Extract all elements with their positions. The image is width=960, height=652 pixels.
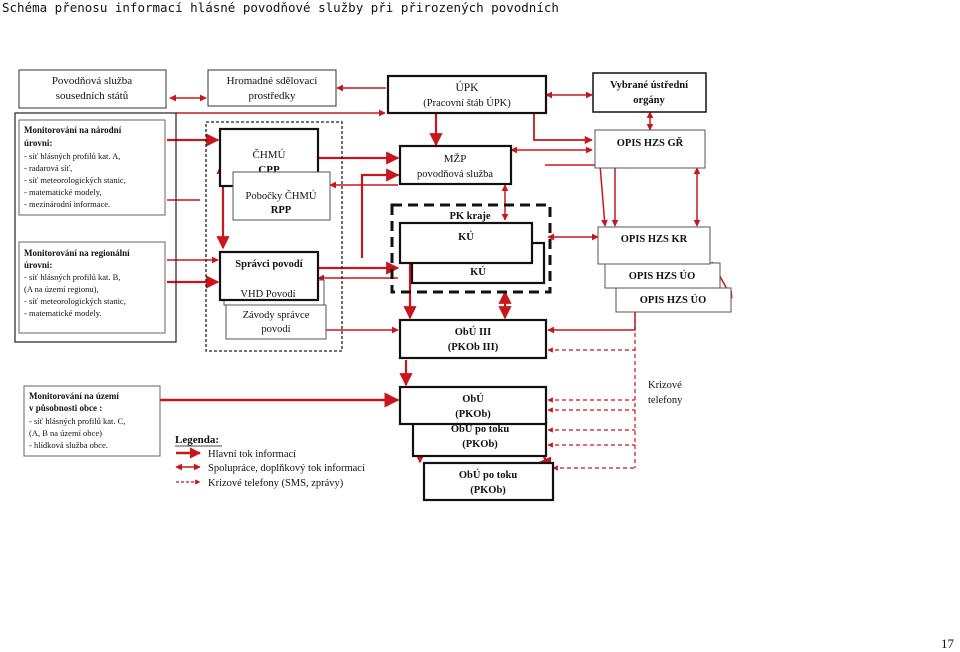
page-number: 17 bbox=[941, 636, 954, 651]
box-spravci: Správci povodí bbox=[218, 250, 320, 302]
box-mon-national: Monitorování na národní úrovni: - síť hl… bbox=[18, 119, 166, 216]
zavody-line2: povodí bbox=[261, 324, 290, 335]
box-media: Hromadné sdělovací prostředky bbox=[207, 69, 337, 107]
obu-pt2-line2: (PKOb) bbox=[470, 485, 506, 496]
box-upk: ÚPK (Pracovní štáb ÚPK) bbox=[386, 74, 548, 115]
ku1-label: KÚ bbox=[458, 231, 474, 243]
label-crisis-phones: Krizové telefony bbox=[648, 380, 683, 406]
media-line2: prostředky bbox=[248, 90, 296, 102]
mon-national-item: - síť meteorologických stanic, bbox=[24, 175, 126, 185]
mon-national-title1: Monitorování na národní bbox=[24, 125, 122, 135]
legend-item-cooperation: Spolupráce, doplňkový tok informací bbox=[208, 463, 365, 474]
mzp-subtitle: povodňová služba bbox=[417, 169, 493, 180]
box-ku-front: KÚ bbox=[398, 221, 534, 265]
box-zavody: Závody správce povodí bbox=[225, 304, 327, 340]
mon-regional-item: (A na území regionu), bbox=[24, 284, 99, 294]
mon-regional-item: - síť meteorologických stanic, bbox=[24, 296, 126, 306]
zavody-line1: Závody správce bbox=[243, 310, 310, 321]
box-vhd-visible: VHD Povodí bbox=[240, 289, 295, 300]
box-neighbors: Povodňová služba sousedních států bbox=[18, 69, 167, 109]
arrow-upk-opisgr bbox=[533, 113, 593, 145]
pk-kraje-frame bbox=[390, 203, 552, 294]
box-obu-pt1: ObÚ po toku (PKOb) bbox=[411, 418, 548, 458]
mon-local-item: - síť hlásných profilů kat. C, bbox=[29, 416, 125, 426]
obu-line2: (PKOb) bbox=[455, 409, 491, 420]
mzp-title: MŽP bbox=[444, 153, 467, 165]
box-mon-regional: Monitorování na regionální úrovni: - síť… bbox=[18, 241, 166, 334]
obu-pt1-line2: (PKOb) bbox=[462, 439, 498, 450]
crisis-phones-line1: Krizové bbox=[648, 380, 682, 391]
opis-uo1-label: OPIS HZS ÚO bbox=[629, 270, 696, 282]
ku2-label: KÚ bbox=[470, 266, 486, 278]
box-obu3: ObÚ III (PKOb III) bbox=[398, 318, 548, 360]
arrow-mzp-opiskr bbox=[545, 164, 608, 227]
mon-national-item: - síť hlásných profilů kat. A, bbox=[24, 151, 120, 161]
opis-uo2-label: OPIS HZS ÚO bbox=[640, 294, 707, 306]
box-obu: ObÚ (PKOb) bbox=[398, 385, 548, 426]
legend-item-main-flow: Hlavní tok informací bbox=[208, 449, 296, 460]
chmu-branches-line2: RPP bbox=[271, 205, 292, 216]
vhd-text: VHD Povodí bbox=[240, 289, 295, 300]
mon-regional-title1: Monitorování na regionální bbox=[24, 248, 130, 258]
mon-regional-item: - síť hlásných profilů kat. B, bbox=[24, 272, 120, 282]
mon-national-item: - mezinárodní informace. bbox=[24, 199, 110, 209]
mon-national-title2: úrovni: bbox=[24, 138, 52, 148]
obu-pt2-line1: ObÚ po toku bbox=[459, 469, 518, 481]
obu3-line1: ObÚ III bbox=[455, 326, 491, 338]
box-chmu-branches: Pobočky ČHMÚ RPP bbox=[232, 171, 331, 221]
mon-local-title2: v působnosti obce : bbox=[29, 403, 102, 413]
chmu-dashed-frame bbox=[205, 121, 343, 352]
mon-regional-item: - matematické modely. bbox=[24, 308, 102, 318]
box-mon-local: Monitorování na území v působnosti obce … bbox=[23, 385, 161, 457]
legend: Legenda: Hlavní tok informací Spolupráce… bbox=[175, 434, 365, 489]
arrow-spravci-mzp bbox=[360, 168, 400, 258]
box-central: Vybrané ústřední orgány bbox=[592, 72, 707, 113]
mon-national-item: - matematické modely, bbox=[24, 187, 102, 197]
crisis-lines bbox=[547, 312, 636, 471]
crisis-phones-line2: telefony bbox=[648, 395, 683, 406]
opis-kr-label: OPIS HZS KR bbox=[621, 234, 688, 245]
media-line1: Hromadné sdělovací bbox=[227, 75, 318, 87]
box-opis-uo2: OPIS HZS ÚO bbox=[615, 287, 732, 313]
upk-title: ÚPK bbox=[455, 80, 479, 94]
obu-pt1-line1: ObÚ po toku bbox=[451, 423, 510, 435]
mon-regional-title2: úrovni: bbox=[24, 260, 52, 270]
mon-local-item: - hlídková služba obce. bbox=[29, 440, 108, 450]
box-mzp: MŽP povodňová služba bbox=[398, 144, 513, 186]
arrow-opisuo-obu3 bbox=[547, 312, 636, 334]
connectors bbox=[160, 84, 733, 472]
obu-line1: ObÚ bbox=[462, 393, 484, 405]
spravci-label: Správci povodí bbox=[235, 259, 303, 270]
central-line2: orgány bbox=[633, 95, 665, 106]
box-opis-gr: OPIS HZS GŘ bbox=[594, 129, 706, 169]
mon-local-item: (A, B na území obce) bbox=[29, 428, 102, 438]
mon-national-item: - radarová síť, bbox=[24, 163, 72, 173]
opis-gr-label: OPIS HZS GŘ bbox=[617, 137, 684, 149]
left-column-frame bbox=[14, 112, 177, 343]
neighbors-line1: Povodňová služba bbox=[52, 75, 132, 87]
box-obu-pt2: ObÚ po toku (PKOb) bbox=[422, 461, 555, 502]
pk-kraje-label: PK kraje bbox=[449, 211, 490, 222]
obu3-line2: (PKOb III) bbox=[448, 342, 499, 353]
page-title: Schéma přenosu informací hlásné povodňov… bbox=[2, 0, 559, 15]
chmu-title: ČHMÚ bbox=[252, 149, 285, 161]
legend-item-crisis: Krizové telefony (SMS, zprávy) bbox=[208, 478, 344, 489]
mon-local-title1: Monitorování na území bbox=[29, 391, 119, 401]
upk-subtitle: (Pracovní štáb ÚPK) bbox=[423, 97, 511, 109]
legend-title: Legenda: bbox=[175, 434, 219, 446]
neighbors-line2: sousedních států bbox=[56, 90, 129, 102]
box-opis-kr: OPIS HZS KR bbox=[597, 226, 711, 265]
central-line1: Vybrané ústřední bbox=[610, 80, 689, 91]
chmu-branches-line1: Pobočky ČHMÚ bbox=[246, 190, 317, 202]
box-opis-uo1: OPIS HZS ÚO bbox=[604, 262, 721, 289]
